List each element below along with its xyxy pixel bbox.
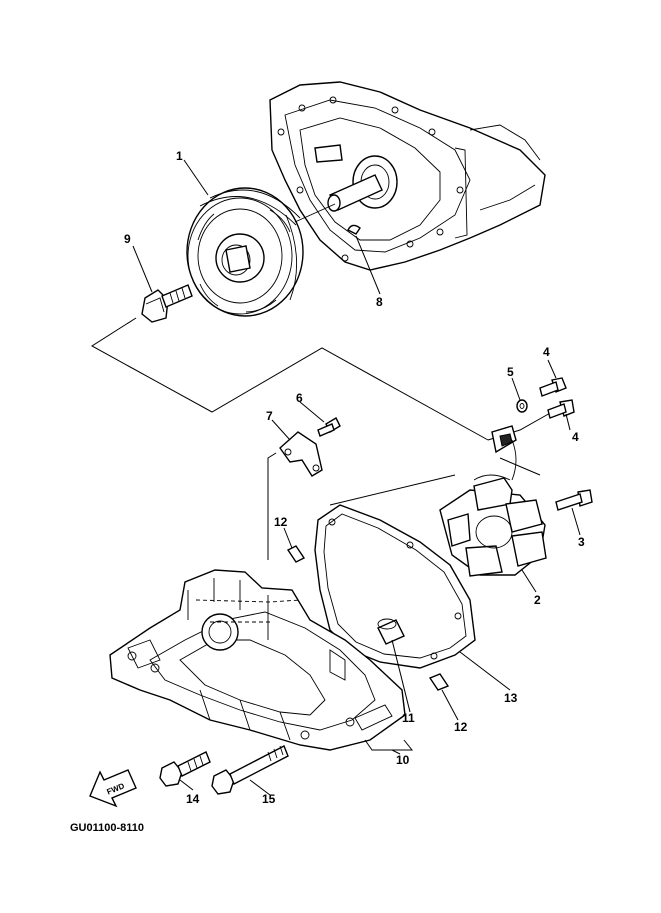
callout-labels: 1 9 8 5 4 4 6 7 3 2 12 13 12 11 10 14 15 (124, 149, 585, 806)
crankcase-cover (109, 569, 406, 751)
callout-9: 9 (124, 232, 131, 246)
callout-6: 6 (296, 391, 303, 405)
callout-10: 10 (396, 753, 410, 767)
dowel-pin-lower (428, 673, 450, 691)
leader-lines (132, 159, 581, 796)
crankshaft (327, 155, 398, 212)
flywheel-bolt (141, 284, 193, 323)
callout-1: 1 (176, 149, 183, 163)
callout-15: 15 (262, 792, 276, 806)
clamp (279, 431, 323, 477)
gasket (314, 504, 476, 669)
callout-7: 7 (266, 409, 273, 423)
assembly-outline (91, 317, 553, 560)
bushing (377, 618, 405, 645)
callout-3: 3 (578, 535, 585, 549)
bolt-14 (159, 751, 211, 787)
dowel-pin-upper (286, 545, 306, 563)
callout-5: 5 (507, 365, 514, 379)
bolt-3 (555, 489, 593, 511)
washer-5 (516, 399, 528, 413)
stator-assembly (439, 474, 547, 577)
flywheel-rotor (186, 187, 304, 317)
screw-6 (317, 417, 341, 437)
callout-8: 8 (376, 295, 383, 309)
bolt-15 (211, 745, 289, 795)
crankcase-housing (269, 81, 546, 271)
bolt-4-upper (539, 377, 567, 397)
drawing-code: GU01100-8110 (70, 822, 144, 834)
callout-13: 13 (504, 691, 518, 705)
callout-14: 14 (186, 792, 200, 806)
callout-2: 2 (534, 593, 541, 607)
fwd-direction-arrow: FWD (89, 769, 137, 808)
woodruff-key (347, 224, 361, 235)
callout-4-upper: 4 (543, 345, 550, 359)
callout-4-lower: 4 (572, 430, 579, 444)
bolt-4-lower (547, 399, 575, 419)
callout-12-upper: 12 (274, 515, 288, 529)
callout-11: 11 (402, 711, 415, 725)
callout-12-lower: 12 (454, 720, 468, 734)
pickup-coil (491, 425, 517, 481)
